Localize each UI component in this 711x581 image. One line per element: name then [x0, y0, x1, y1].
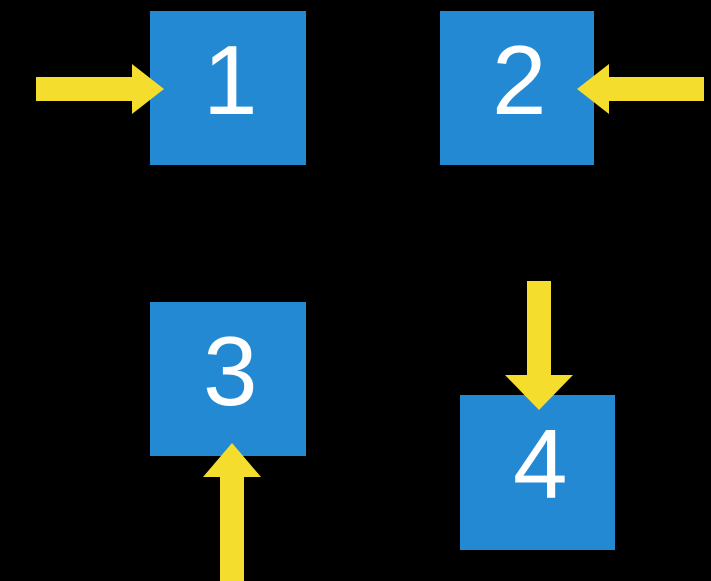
node-label-1: 1	[203, 25, 258, 135]
node-box-1[interactable]	[150, 11, 306, 165]
arrow-down-icon	[505, 281, 573, 410]
node-label-4: 4	[513, 409, 568, 519]
arrow-up-icon	[203, 443, 261, 581]
node-label-3: 3	[203, 316, 258, 426]
node-box-3[interactable]	[150, 302, 306, 456]
arrow-into-box-2-shape	[577, 64, 704, 114]
arrow-into-box-3-shape	[203, 443, 261, 581]
node-box-4[interactable]	[460, 395, 615, 550]
node-box-2[interactable]	[440, 11, 594, 165]
arrow-right-icon	[36, 64, 164, 114]
node-label-2: 2	[492, 25, 547, 135]
arrow-into-box-1-shape	[36, 64, 164, 114]
arrow-into-box-4-shape	[505, 281, 573, 410]
arrow-left-icon	[577, 64, 704, 114]
